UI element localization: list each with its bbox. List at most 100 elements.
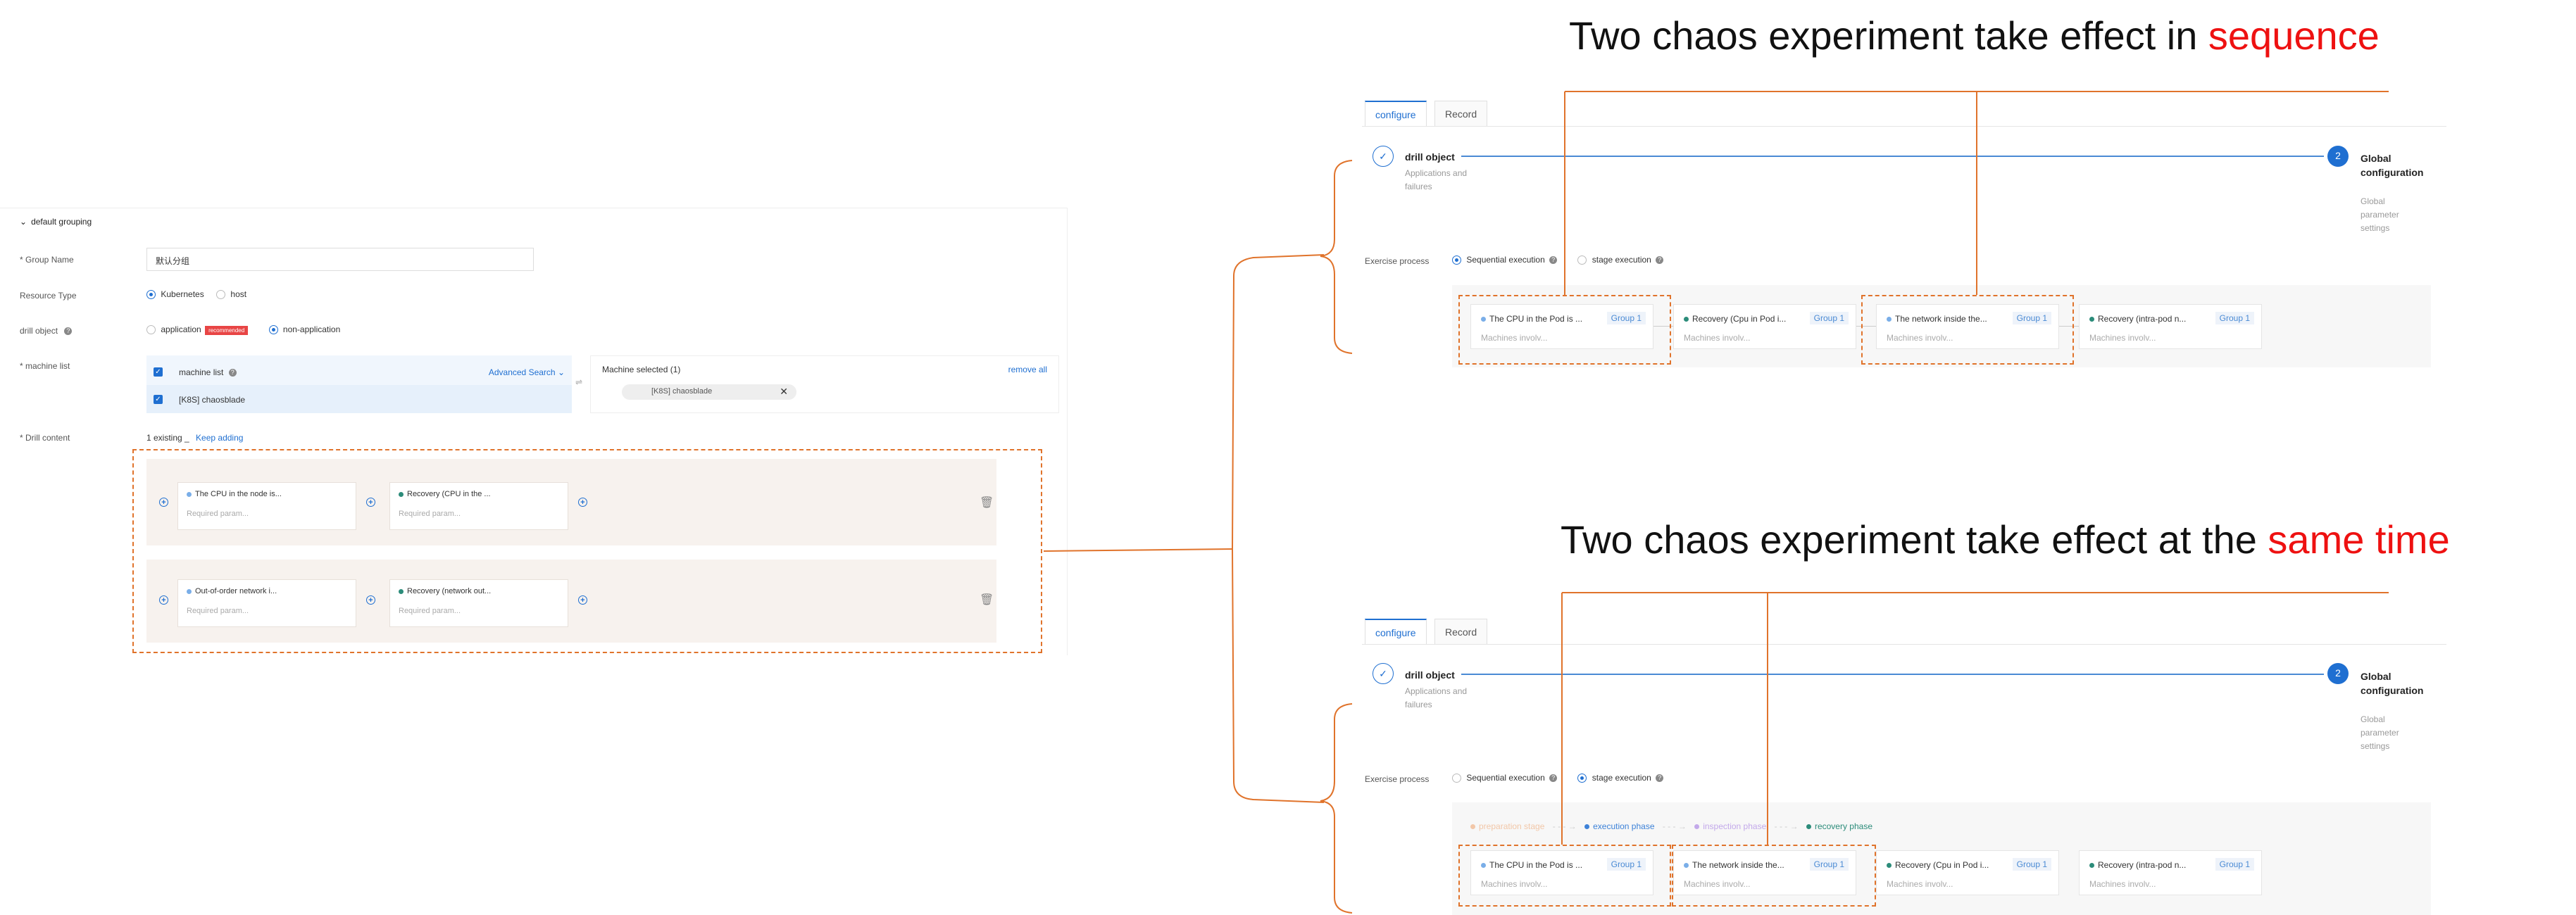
annotation-line [1320, 703, 1353, 914]
status-dot [1806, 824, 1811, 830]
phase-label: execution phase [1593, 821, 1655, 831]
trash-icon[interactable]: 🗑 [980, 497, 994, 509]
status-dot [1470, 824, 1475, 830]
stage-radio[interactable] [1577, 255, 1587, 265]
sequential-radio[interactable] [1452, 255, 1461, 265]
drill-node[interactable]: Out-of-order network i... Required param… [177, 579, 356, 627]
status-dot [1584, 824, 1590, 830]
remove-all-link[interactable]: remove all [1008, 365, 1047, 374]
phase-label: inspection phase [1703, 821, 1767, 831]
add-circle-icon[interactable]: + [366, 595, 375, 605]
group-form-panel [0, 208, 1068, 655]
keep-adding-link[interactable]: Keep adding [196, 433, 244, 443]
flow-node[interactable]: The network inside the... Group 1 Machin… [1876, 304, 2059, 349]
machine-list-label: * machine list [20, 361, 70, 371]
flow-connector [2059, 326, 2079, 327]
tab-configure[interactable]: configure [1365, 101, 1427, 126]
group-header[interactable]: ⌄default grouping [20, 217, 92, 227]
tab-record[interactable]: Record [1434, 101, 1488, 126]
machine-item-checkbox[interactable]: ✓ [154, 395, 163, 404]
add-circle-icon[interactable]: + [159, 498, 168, 507]
flow-node[interactable]: Recovery (Cpu in Pod i... Group 1 Machin… [1673, 304, 1856, 349]
drill-object-group: application recommended non-application [146, 324, 340, 335]
flow-node[interactable]: Recovery (Cpu in Pod i... Group 1 Machin… [1876, 850, 2059, 895]
resource-type-label: Resource Type [20, 291, 77, 301]
exercise-process-label: Exercise process [1365, 256, 1430, 266]
exercise-process-options: Sequential execution ? stage execution ? [1452, 773, 1664, 783]
group-name-input[interactable]: 默认分组 [146, 248, 534, 271]
step-connector [1461, 674, 2324, 675]
add-circle-icon[interactable]: + [159, 595, 168, 605]
help-icon[interactable]: ? [1656, 256, 1664, 265]
status-dot [1694, 824, 1700, 830]
annotation-line [1232, 254, 1325, 550]
machine-item-row[interactable]: ✓ [K8S] chaosblade [146, 385, 572, 413]
flow-node[interactable]: The CPU in the Pod is ... Group 1 Machin… [1470, 850, 1653, 895]
annotation-line [1043, 548, 1233, 552]
select-all-checkbox[interactable]: ✓ [154, 367, 163, 377]
drill-node[interactable]: Recovery (CPU in the ... Required param.… [389, 482, 568, 530]
drill-content-highlight [132, 449, 1042, 653]
application-radio[interactable] [146, 325, 156, 335]
help-icon[interactable]: ? [1549, 256, 1558, 265]
drill-content-label: * Drill content [20, 433, 70, 443]
phase-label: recovery phase [1814, 821, 1872, 831]
trash-icon[interactable]: 🗑 [980, 594, 994, 606]
status-dot [1684, 863, 1689, 869]
flow-node[interactable]: Recovery (intra-pod n... Group 1 Machine… [2079, 850, 2262, 895]
highlight-box [1672, 845, 1876, 907]
sequential-radio[interactable] [1452, 774, 1461, 783]
flow-node[interactable]: The CPU in the Pod is ... Group 1 Machin… [1470, 304, 1653, 349]
drill-node[interactable]: The CPU in the node is... Required param… [177, 482, 356, 530]
status-dot [187, 491, 192, 497]
kubernetes-radio[interactable] [146, 290, 156, 300]
flow-node[interactable]: Recovery (intra-pod n... Group 1 Machine… [2079, 304, 2262, 349]
help-icon[interactable]: ? [64, 327, 73, 336]
status-dot [1887, 317, 1892, 322]
stage-radio[interactable] [1577, 774, 1587, 783]
status-dot [399, 491, 404, 497]
add-circle-icon[interactable]: + [366, 498, 375, 507]
tab-configure[interactable]: configure [1365, 619, 1427, 644]
machine-selected-panel: Machine selected (1) remove all [K8S] ch… [590, 355, 1059, 413]
status-dot [1887, 863, 1892, 869]
drill-content-summary: 1 existing _ Keep adding [146, 433, 244, 443]
highlight-box [1458, 295, 1671, 365]
add-circle-icon[interactable]: + [578, 498, 587, 507]
check-icon: ✓ [1373, 146, 1394, 167]
transfer-icon[interactable]: ⇌ [575, 377, 583, 387]
chevron-down-icon[interactable]: ⌄ [20, 217, 27, 227]
tab-record[interactable]: Record [1434, 619, 1488, 644]
step-description: Global parameter settings [2361, 196, 2399, 233]
help-icon[interactable]: ? [1656, 774, 1664, 783]
tab-divider [1362, 126, 2446, 127]
step-title: Global configuration [2361, 153, 2424, 178]
tab-divider [1362, 644, 2446, 645]
drill-object-label: drill object ? [20, 326, 73, 336]
drill-node[interactable]: Recovery (network out... Required param.… [389, 579, 568, 627]
add-circle-icon[interactable]: + [578, 595, 587, 605]
selected-tag: [K8S] chaosblade ✕ [622, 384, 796, 400]
help-icon[interactable]: ? [228, 369, 237, 377]
annotation-line [1320, 160, 1353, 354]
step-description: Applications and failures [1405, 686, 1468, 709]
status-dot [1684, 317, 1689, 322]
phase-label: preparation stage [1479, 821, 1545, 831]
non-application-radio[interactable] [268, 325, 278, 335]
check-icon: ✓ [1373, 663, 1394, 684]
machine-selected-header: Machine selected (1) [602, 365, 681, 374]
help-icon[interactable]: ? [1549, 774, 1558, 783]
highlight-box [1861, 295, 2074, 365]
exercise-process-label: Exercise process [1365, 774, 1430, 784]
flow-node[interactable]: The network inside the... Group 1 Machin… [1673, 850, 1856, 895]
close-icon[interactable]: ✕ [780, 386, 788, 397]
resource-type-group: Kubernetes host [146, 289, 246, 300]
status-dot [1481, 863, 1486, 869]
host-radio[interactable] [216, 290, 226, 300]
flow-connector [1653, 326, 1673, 327]
status-dot [187, 588, 192, 594]
phase-bar: preparation stage - - - → execution phas… [1470, 821, 1872, 831]
status-dot [1481, 317, 1486, 322]
advanced-search-link[interactable]: Advanced Search ⌄ [488, 367, 565, 377]
step-number: 2 [2327, 663, 2349, 684]
